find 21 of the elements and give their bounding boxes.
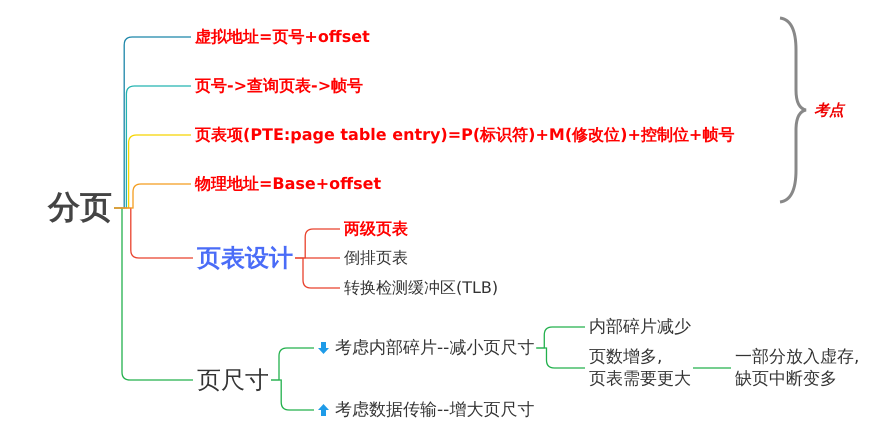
topic-text: 页尺寸 <box>197 364 269 396</box>
branch-line <box>295 257 340 259</box>
topic-text: 页数增多,页表需要更大 <box>589 346 691 390</box>
topic-text: 页号->查询页表->帧号 <box>195 76 364 96</box>
bracket-label: 考点 <box>814 101 844 120</box>
topic-text: 倒排页表 <box>344 248 408 268</box>
topic-text: 考虑内部碎片--减小页尺寸 <box>335 338 534 358</box>
topic-text: 转换检测缓冲区(TLB) <box>344 278 498 298</box>
branch-line <box>536 347 585 369</box>
root-topic: 分页 <box>48 187 112 229</box>
topic-text: 考虑数据传输--增大页尺寸 <box>335 400 534 420</box>
topic-text: 虚拟地址=页号+offset <box>195 26 370 48</box>
branch-line <box>114 183 191 209</box>
branch-line <box>693 367 731 369</box>
topic-text: 页表设计 <box>197 242 293 274</box>
topic-text: 物理地址=Base+offset <box>195 174 382 194</box>
branch-line <box>271 379 314 411</box>
topic-text: 内部碎片减少 <box>589 316 691 338</box>
topic-text: 页表项(PTE:page table entry)=P(标识符)+M(修改位)+控制位+帧号 <box>195 124 734 146</box>
topic-text: 一部分放入虚存,缺页中断变多 <box>735 346 860 390</box>
topic-text: 两级页表 <box>344 218 408 240</box>
